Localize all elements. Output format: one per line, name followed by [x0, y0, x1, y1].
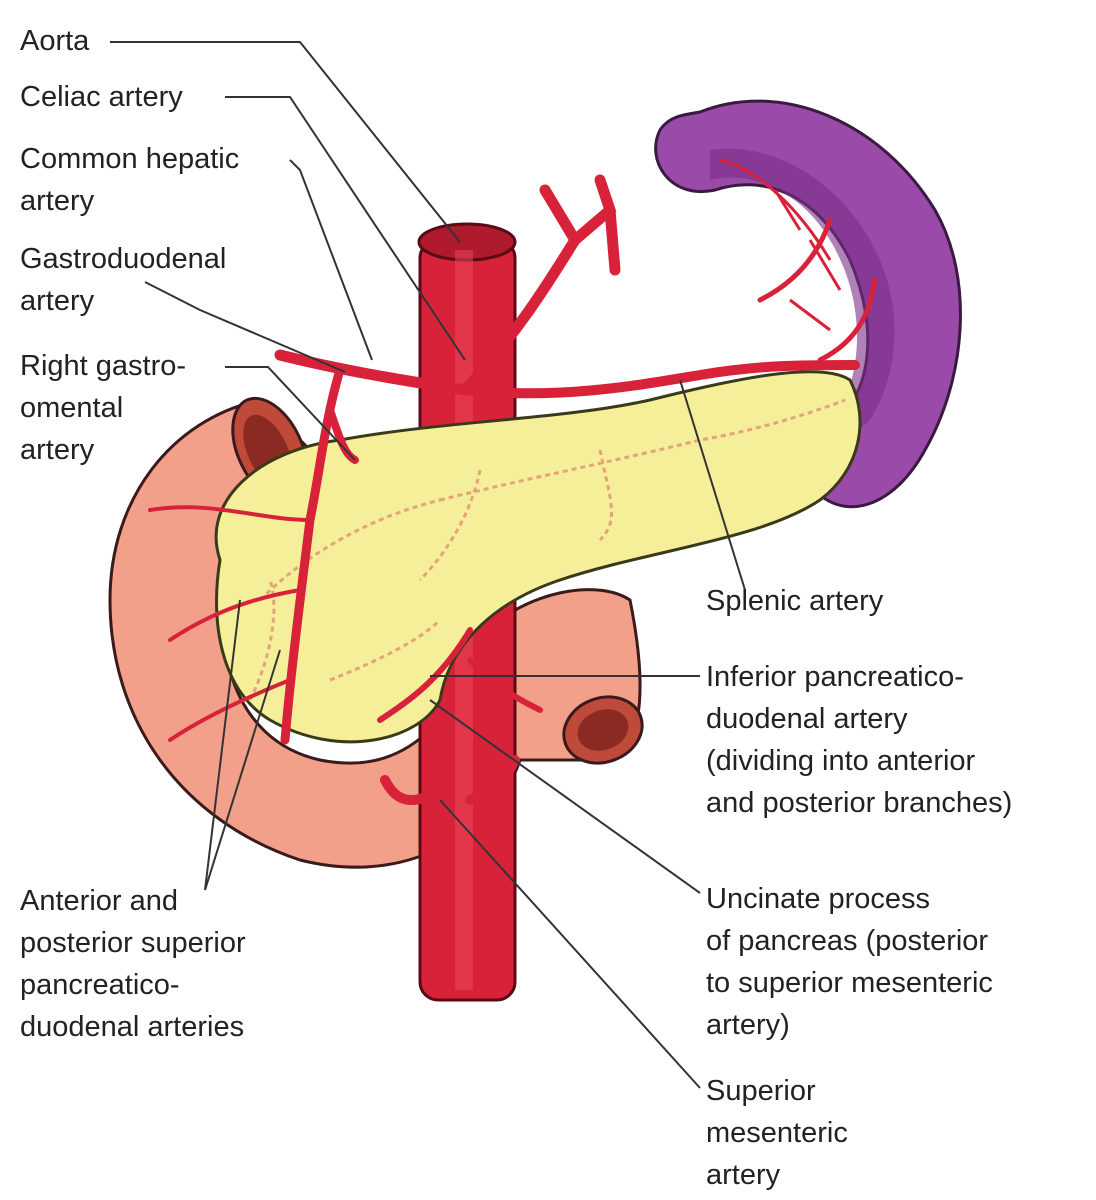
arteries [148, 174, 878, 805]
label-line: artery [706, 1159, 781, 1191]
label-line: artery [20, 185, 95, 217]
label-line: mesenteric [706, 1117, 848, 1149]
label-line: Splenic artery [706, 585, 884, 617]
label-line: and posterior branches) [706, 787, 1013, 819]
leader-common-hepatic [289, 159, 373, 361]
label-line: pancreatico- [20, 969, 180, 1001]
label-anterior-posterior-superior-pancreaticoduodenal-arteries: Anterior and posterior superior pancreat… [20, 880, 246, 1048]
label-line: Right gastro- [20, 350, 187, 382]
leader-celiac [225, 96, 466, 361]
label-line: artery [20, 434, 95, 466]
leader-lines [110, 41, 746, 1089]
label-gastroduodenal-artery: Gastroduodenal artery [20, 238, 226, 322]
label-line: Uncinate process [706, 883, 931, 915]
pancreas [214, 370, 862, 744]
leader-anterior-posterior-superior [204, 599, 241, 891]
label-line: Inferior pancreatico- [706, 661, 964, 693]
label-uncinate-process: Uncinate process of pancreas (posterior … [706, 878, 993, 1046]
label-line: artery [20, 285, 95, 317]
label-line: to superior mesenteric [706, 967, 993, 999]
label-line: omental [20, 392, 124, 424]
label-celiac-artery: Celiac artery [20, 76, 183, 118]
label-line: Common hepatic [20, 143, 240, 175]
label-line: Aorta [20, 25, 90, 57]
label-line: Anterior and [20, 885, 178, 917]
label-splenic-artery: Splenic artery [706, 580, 883, 622]
leader-splenic [679, 379, 746, 591]
leader-aorta [110, 41, 461, 243]
label-line: Gastroduodenal [20, 243, 227, 275]
label-superior-mesenteric-artery: Superior mesenteric artery [706, 1070, 848, 1196]
leader-superior-mesenteric [439, 799, 701, 1089]
leader-anterior-posterior-superior-2 [204, 649, 281, 891]
label-line: Celiac artery [20, 81, 183, 113]
label-right-gastroomental-artery: Right gastro- omental artery [20, 345, 186, 471]
label-line: of pancreas (posterior [706, 925, 989, 957]
leader-uncinate [429, 699, 701, 894]
leader-right-gastroomental [225, 366, 356, 461]
label-line: Superior [706, 1075, 816, 1107]
label-line: (dividing into anterior [706, 745, 976, 777]
leader-gastroduodenal [144, 281, 346, 373]
label-line: posterior superior [20, 927, 246, 959]
label-line: duodenal arteries [20, 1011, 245, 1043]
label-inferior-pancreaticoduodenal-artery: Inferior pancreatico- duodenal artery (d… [706, 656, 1012, 824]
label-aorta: Aorta [20, 20, 89, 62]
label-line: duodenal artery [706, 703, 908, 735]
label-common-hepatic-artery: Common hepatic artery [20, 138, 239, 222]
label-line: artery) [706, 1009, 790, 1041]
